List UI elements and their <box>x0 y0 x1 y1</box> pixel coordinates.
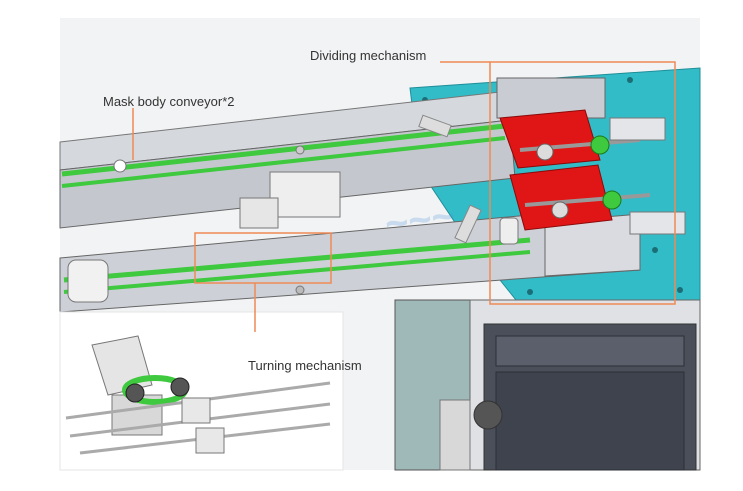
lower-conveyor <box>59 204 641 313</box>
upper-conveyor <box>59 91 516 229</box>
lower-belt-a <box>63 237 531 283</box>
lower-belt-b <box>63 250 531 294</box>
label-turning-mechanism: Turning mechanism <box>248 358 362 373</box>
machine-cabinet <box>394 299 701 471</box>
label-dividing-mechanism: Dividing mechanism <box>310 48 427 63</box>
watermark-logo: ~~~ <box>382 194 458 247</box>
dividing-callout-box <box>489 61 676 305</box>
turning-inset <box>59 311 344 471</box>
upper-belt-b <box>61 136 506 188</box>
upper-red-block <box>499 109 601 169</box>
turning-callout-box <box>194 232 332 284</box>
lower-red-block <box>509 164 613 231</box>
cabinet-fitting <box>439 399 471 471</box>
lower-roller <box>67 259 109 303</box>
dividing-assembly <box>496 77 686 235</box>
upper-motor-box <box>269 171 341 218</box>
upper-belt-a <box>61 123 506 177</box>
plate-bolt-holes <box>422 77 683 295</box>
label-mask-body-conveyor: Mask body conveyor*2 <box>103 94 235 109</box>
